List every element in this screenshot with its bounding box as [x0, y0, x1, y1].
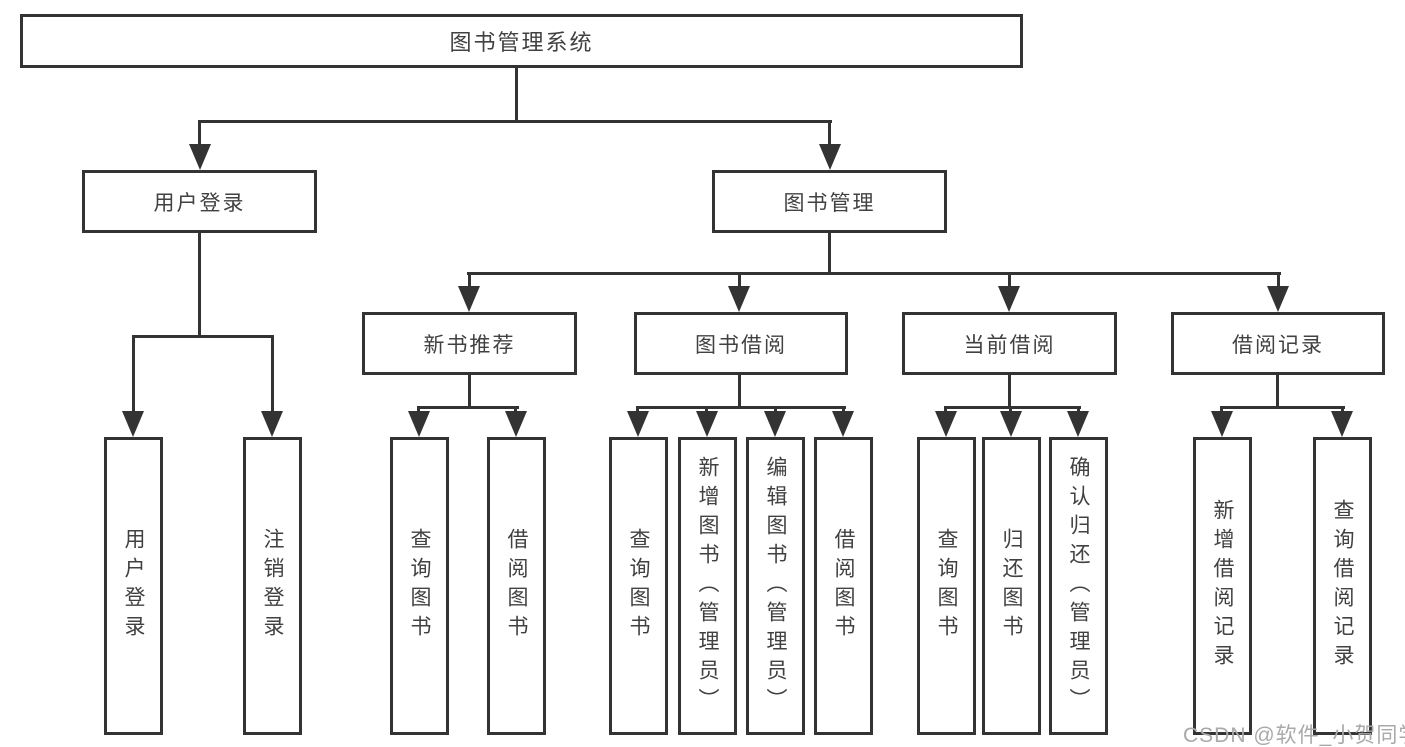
connector-line: [132, 335, 135, 413]
leaf-query-books-borrow: 查询图书: [609, 437, 668, 735]
leaf-label: 查询图书: [627, 528, 650, 644]
leaf-borrow-books: 借阅图书: [814, 437, 873, 735]
arrow-down-icon: [935, 411, 957, 437]
arrow-down-icon: [819, 144, 841, 170]
node-book-mgmt: 图书管理: [712, 170, 947, 233]
leaf-add-borrow-record: 新增借阅记录: [1193, 437, 1252, 735]
connector-line: [705, 406, 708, 414]
leaf-query-borrow-record: 查询借阅记录: [1313, 437, 1372, 735]
leaf-confirm-return-admin: 确认归还（管理员）: [1049, 437, 1108, 735]
leaf-label: 新增借阅记录: [1211, 499, 1234, 673]
leaf-label: 查询图书: [935, 528, 958, 644]
arrow-down-icon: [1067, 411, 1089, 437]
connector-line: [944, 406, 1081, 409]
connector-line: [1009, 406, 1012, 414]
arrow-down-icon: [1267, 286, 1289, 312]
connector-line: [636, 406, 846, 409]
node-current-borrow: 当前借阅: [902, 312, 1117, 375]
node-borrow-records-label: 借阅记录: [1232, 333, 1324, 357]
leaf-label: 新增图书（管理员）: [696, 455, 719, 717]
connector-line: [828, 120, 831, 146]
connector-line: [1276, 375, 1279, 408]
node-new-book-recommend: 新书推荐: [362, 312, 577, 375]
connector-line: [1008, 272, 1011, 288]
csdn-watermark: CSDN @软件_小贺同学: [1183, 724, 1405, 747]
connector-line: [198, 233, 201, 335]
leaf-label: 用户登录: [122, 528, 145, 644]
connector-line: [1220, 406, 1223, 414]
connector-line: [132, 335, 274, 338]
arrow-down-icon: [261, 411, 283, 437]
leaf-label: 查询借阅记录: [1331, 499, 1354, 673]
leaf-label: 编辑图书（管理员）: [764, 455, 787, 717]
connector-line: [467, 272, 1281, 275]
connector-line: [774, 406, 777, 414]
connector-line: [468, 375, 471, 408]
arrow-down-icon: [998, 286, 1020, 312]
leaf-user-login: 用户登录: [104, 437, 163, 735]
leaf-return-books: 归还图书: [982, 437, 1041, 735]
leaf-label: 确认归还（管理员）: [1067, 455, 1090, 717]
connector-line: [271, 335, 274, 413]
node-user-login-label: 用户登录: [153, 191, 246, 215]
node-root-label: 图书管理系统: [449, 30, 594, 55]
leaf-label: 查询图书: [408, 528, 431, 644]
leaf-label: 归还图书: [1000, 528, 1023, 644]
arrow-down-icon: [627, 411, 649, 437]
leaf-query-books-current: 查询图书: [917, 437, 976, 735]
connector-line: [738, 272, 741, 288]
connector-line: [828, 233, 831, 274]
arrow-down-icon: [696, 411, 718, 437]
node-book-mgmt-label: 图书管理: [783, 191, 876, 215]
leaf-label: 注销登录: [261, 528, 284, 644]
leaf-label: 借阅图书: [505, 528, 528, 644]
connector-line: [198, 120, 832, 123]
node-user-login: 用户登录: [82, 170, 317, 233]
node-root: 图书管理系统: [20, 14, 1023, 68]
connector-line: [842, 406, 845, 414]
arrow-down-icon: [764, 411, 786, 437]
arrow-down-icon: [728, 286, 750, 312]
connector-line: [636, 406, 639, 414]
connector-line: [944, 406, 947, 414]
connector-line: [468, 272, 471, 288]
leaf-logout: 注销登录: [243, 437, 302, 735]
arrow-down-icon: [122, 411, 144, 437]
connector-line: [417, 406, 420, 414]
connector-line: [198, 120, 201, 146]
node-new-book-recommend-label: 新书推荐: [423, 333, 516, 357]
arrow-down-icon: [1211, 411, 1233, 437]
connector-line: [1008, 375, 1011, 408]
arrow-down-icon: [458, 286, 480, 312]
connector-line: [515, 66, 518, 120]
arrow-down-icon: [1000, 411, 1022, 437]
connector-line: [514, 406, 517, 414]
connector-line: [417, 406, 519, 409]
node-borrow-records: 借阅记录: [1171, 312, 1385, 375]
arrow-down-icon: [189, 144, 211, 170]
arrow-down-icon: [505, 411, 527, 437]
node-book-borrow: 图书借阅: [634, 312, 848, 375]
node-book-borrow-label: 图书借阅: [695, 333, 787, 357]
leaf-borrow-books-recommend: 借阅图书: [487, 437, 546, 735]
arrow-down-icon: [1331, 411, 1353, 437]
connector-line: [1341, 406, 1344, 414]
connector-line: [738, 375, 741, 408]
arrow-down-icon: [832, 411, 854, 437]
leaf-label: 借阅图书: [832, 528, 855, 644]
leaf-edit-books-admin: 编辑图书（管理员）: [746, 437, 805, 735]
node-current-borrow-label: 当前借阅: [963, 333, 1056, 357]
leaf-add-books-admin: 新增图书（管理员）: [678, 437, 737, 735]
arrow-down-icon: [408, 411, 430, 437]
connector-line: [1277, 272, 1280, 288]
leaf-query-books-recommend: 查询图书: [390, 437, 449, 735]
connector-line: [1077, 406, 1080, 414]
connector-line: [1220, 406, 1345, 409]
